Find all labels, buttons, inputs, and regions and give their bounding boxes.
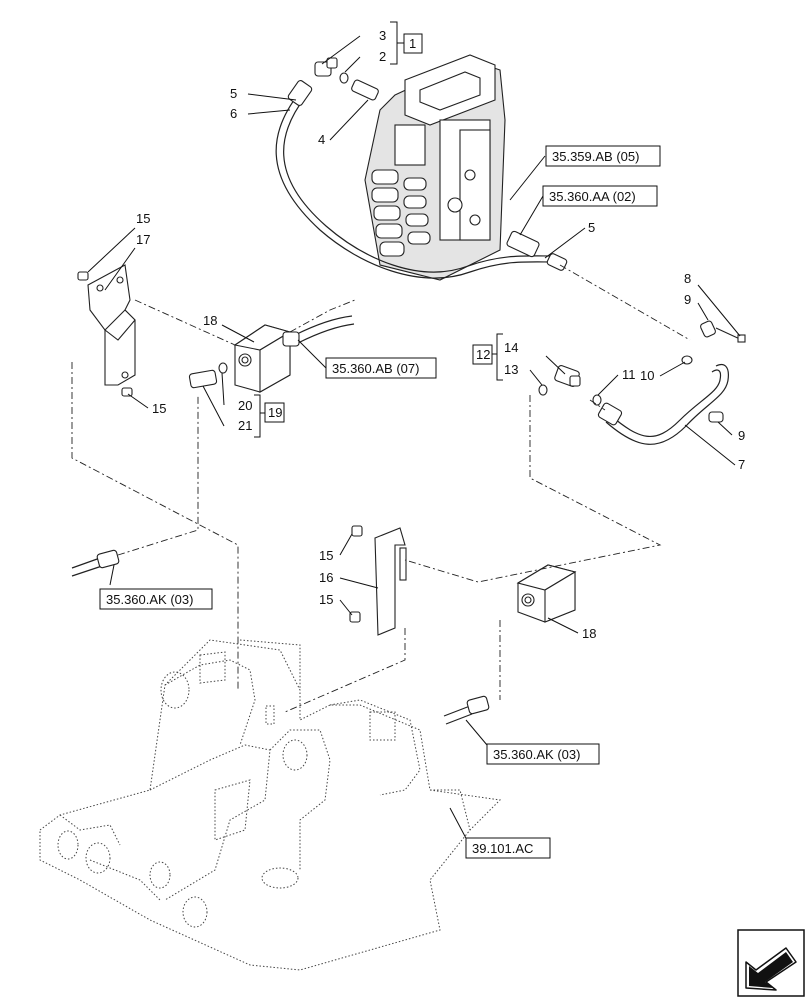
leader-lines (87, 35, 741, 843)
adapter-4 (351, 79, 379, 101)
ref-35-359-ab-05[interactable]: 35.359.AB (05) (545, 145, 661, 167)
svg-text:39.101.AC: 39.101.AC (472, 841, 533, 856)
group-bracket-1: 1 (390, 21, 423, 65)
bolt-15-d (349, 611, 361, 623)
block-18-upper (233, 324, 292, 393)
callout-14: 14 (504, 340, 518, 355)
hose-stub-right (443, 695, 490, 725)
svg-text:35.360.AK (03): 35.360.AK (03) (106, 592, 193, 607)
adapter-21 (188, 369, 218, 389)
callout-18: 18 (582, 626, 596, 641)
callout-4: 4 (318, 132, 325, 147)
o-ring-13 (538, 384, 548, 396)
svg-text:35.360.AB (07): 35.360.AB (07) (332, 361, 419, 376)
callout-2: 2 (379, 49, 386, 64)
callout-3: 3 (379, 28, 386, 43)
hose-stub-left (71, 549, 120, 577)
ref-39-101-ac[interactable]: 39.101.AC (465, 837, 551, 859)
group-bracket-19: 19 (254, 394, 285, 438)
arrow-navigation-icon[interactable] (737, 929, 805, 997)
callout-11: 11 (622, 367, 636, 382)
bolt-15-b (121, 387, 133, 397)
bracket-16 (374, 527, 407, 636)
hose-6 (275, 91, 556, 279)
hose-7 (597, 363, 729, 445)
callout-5: 5 (588, 220, 595, 235)
group-bracket-12: 12 (472, 333, 503, 381)
callout-21: 21 (238, 418, 252, 433)
callout-15: 15 (319, 548, 333, 563)
control-valve (364, 54, 506, 281)
callout-16: 16 (319, 570, 333, 585)
callout-10: 10 (640, 368, 654, 383)
hose-end-5-right (506, 230, 568, 271)
bracket-17 (87, 264, 136, 386)
bolt-15-a (77, 271, 89, 281)
callout-9: 9 (684, 292, 691, 307)
svg-text:35.360.AA (02): 35.360.AA (02) (549, 189, 636, 204)
hose-to-35-360-ab (282, 315, 355, 347)
hose-end-5-left (287, 80, 313, 106)
block-18-lower (516, 564, 577, 623)
callout-5: 5 (230, 86, 237, 101)
callout-18: 18 (203, 313, 217, 328)
frame-structure (39, 639, 502, 971)
callout-17: 17 (136, 232, 150, 247)
callout-8: 8 (684, 271, 691, 286)
ref-35-360-aa-02[interactable]: 35.360.AA (02) (542, 185, 658, 207)
assembly-centerlines (71, 264, 691, 713)
callout-19: 19 (268, 405, 282, 420)
bolt-15-c (351, 525, 363, 537)
callout-12: 12 (476, 347, 490, 362)
o-ring-11 (592, 394, 602, 406)
callout-9: 9 (738, 428, 745, 443)
callout-1: 1 (409, 36, 416, 51)
callout-20: 20 (238, 398, 252, 413)
o-ring-20 (218, 362, 228, 374)
ref-35-360-ak-03-left[interactable]: 35.360.AK (03) (99, 588, 213, 610)
ref-35-360-ak-03-right[interactable]: 35.360.AK (03) (486, 743, 600, 765)
callout-6: 6 (230, 106, 237, 121)
callout-7: 7 (738, 457, 745, 472)
clamp-9-upper (700, 320, 716, 338)
ref-35-360-ab-07[interactable]: 35.360.AB (07) (325, 357, 437, 379)
callout-15: 15 (152, 401, 166, 416)
o-ring-2 (339, 72, 349, 84)
clamp-9-lower (708, 411, 724, 423)
callout-labels: 3 2 4 5 6 5 15 17 18 20 21 15 14 13 11 8… (136, 28, 745, 641)
svg-text:35.359.AB (05): 35.359.AB (05) (552, 149, 639, 164)
callout-15: 15 (136, 211, 150, 226)
callout-15: 15 (319, 592, 333, 607)
bolt-8 (715, 327, 746, 343)
elbow-fitting-14 (554, 365, 581, 387)
callout-13: 13 (504, 362, 518, 377)
elbow-fitting-3 (314, 57, 338, 77)
svg-text:35.360.AK (03): 35.360.AK (03) (493, 747, 580, 762)
